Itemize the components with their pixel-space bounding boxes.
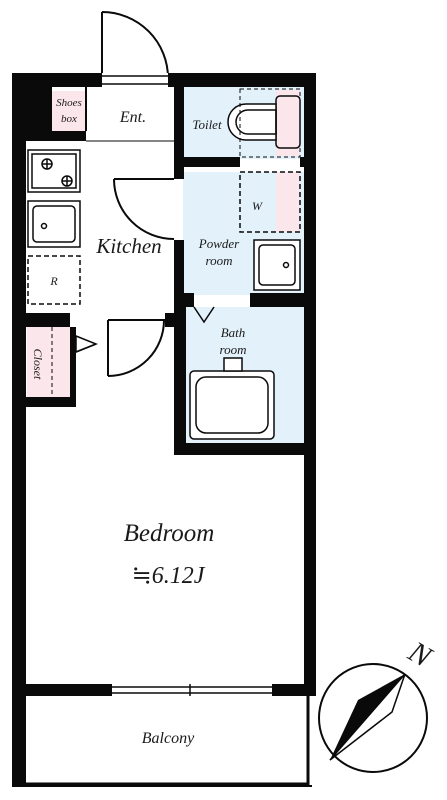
washer-label: W bbox=[252, 199, 263, 213]
powder-room-label-2: room bbox=[206, 253, 233, 268]
refrigerator-label: R bbox=[49, 274, 58, 288]
washer bbox=[239, 171, 301, 233]
kitchen-sink bbox=[27, 200, 81, 248]
interior-walls bbox=[26, 87, 304, 455]
powder-room-label-1: Powder bbox=[198, 236, 240, 251]
washbasin bbox=[253, 239, 301, 291]
bath-door[interactable] bbox=[193, 306, 215, 324]
bedroom-door[interactable] bbox=[107, 319, 165, 377]
bedroom-label: Bedroom bbox=[124, 520, 215, 547]
closet-area bbox=[27, 327, 72, 399]
kitchen-label: Kitchen bbox=[95, 234, 161, 258]
refrigerator bbox=[27, 255, 81, 305]
bathtub bbox=[189, 357, 275, 440]
entrance-label: Ent. bbox=[119, 109, 146, 126]
balcony-label: Balcony bbox=[142, 730, 195, 747]
bedroom-size-label: ≒6.12J bbox=[132, 563, 206, 589]
shoes-box-area bbox=[52, 91, 86, 131]
kitchen-door[interactable] bbox=[113, 178, 175, 240]
shoes-box-label-1: Shoes bbox=[56, 97, 82, 109]
closet-label: Closet bbox=[31, 349, 45, 380]
bath-room-label-2: room bbox=[220, 342, 247, 357]
washer-area bbox=[276, 172, 300, 232]
stove bbox=[27, 149, 81, 193]
bath-room-label-1: Bath bbox=[221, 325, 246, 340]
balcony-window bbox=[112, 684, 272, 696]
toilet-label: Toilet bbox=[192, 117, 222, 132]
closet-door[interactable] bbox=[75, 334, 99, 354]
shoes-box-label-2: box bbox=[61, 113, 77, 125]
entrance-door[interactable] bbox=[101, 11, 169, 87]
north-label: N bbox=[402, 635, 438, 675]
compass bbox=[318, 663, 428, 773]
